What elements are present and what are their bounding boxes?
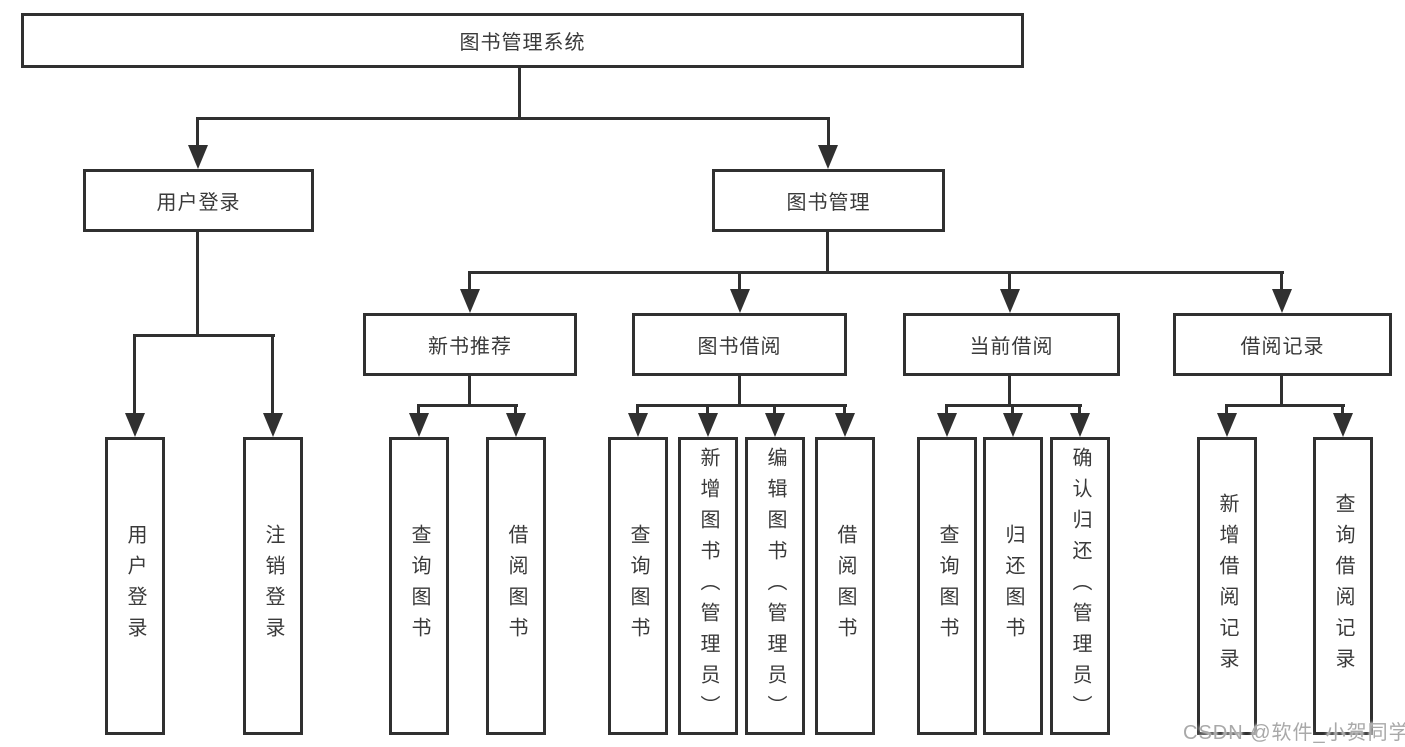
connector-line: [417, 404, 518, 407]
leaf-borrow-books: 借阅图书: [815, 437, 875, 735]
connector-line: [1008, 376, 1011, 407]
leaf-add-borrow-record: 新增借阅记录: [1197, 437, 1257, 735]
node-label: 新增图书（管理员）: [697, 446, 719, 726]
node-new-book-recommend: 新书推荐: [363, 313, 577, 376]
node-label: 图书管理: [786, 192, 871, 214]
connector-line: [133, 334, 275, 337]
node-label: 归还图书: [1002, 524, 1024, 648]
leaf-borrow-books-recommend: 借阅图书: [486, 437, 546, 735]
connector-line: [1341, 404, 1344, 418]
connector-line: [1280, 376, 1283, 407]
connector-line: [1008, 271, 1011, 293]
node-label: 新增借阅记录: [1216, 493, 1238, 679]
connector-line: [518, 68, 521, 119]
node-book-management: 图书管理: [712, 169, 945, 232]
connector-line: [945, 404, 948, 418]
csdn-watermark: CSDN @软件_小贺同学: [1183, 722, 1405, 744]
leaf-add-book-admin: 新增图书（管理员）: [678, 437, 738, 735]
arrow-down-icon: [628, 413, 648, 437]
node-current-borrowing: 当前借阅: [903, 313, 1120, 376]
connector-line: [738, 376, 741, 407]
connector-line: [1078, 404, 1081, 418]
arrow-down-icon: [765, 413, 785, 437]
arrow-down-icon: [125, 413, 145, 437]
arrow-down-icon: [1272, 289, 1292, 313]
node-label: 查询图书: [936, 524, 958, 648]
node-label: 用户登录: [156, 192, 241, 214]
connector-line: [636, 404, 639, 418]
connector-line: [738, 271, 741, 293]
connector-line: [706, 404, 709, 418]
node-label: 借阅图书: [834, 524, 856, 648]
node-borrowing-records: 借阅记录: [1173, 313, 1392, 376]
leaf-confirm-return-admin: 确认归还（管理员）: [1050, 437, 1110, 735]
node-label: 借阅记录: [1240, 336, 1325, 358]
leaf-edit-book-admin: 编辑图书（管理员）: [745, 437, 805, 735]
node-label: 编辑图书（管理员）: [764, 446, 786, 726]
leaf-query-books-recommend: 查询图书: [389, 437, 449, 735]
node-label: 注销登录: [262, 524, 284, 648]
connector-line: [271, 334, 274, 416]
leaf-query-borrow-record: 查询借阅记录: [1313, 437, 1373, 735]
connector-line: [843, 404, 846, 418]
leaf-logout: 注销登录: [243, 437, 303, 735]
arrow-down-icon: [409, 413, 429, 437]
arrow-down-icon: [1070, 413, 1090, 437]
leaf-query-books-borrow: 查询图书: [608, 437, 668, 735]
arrow-down-icon: [1217, 413, 1237, 437]
node-label: 查询图书: [408, 524, 430, 648]
arrow-down-icon: [263, 413, 283, 437]
connector-line: [1011, 404, 1014, 418]
node-label: 查询图书: [627, 524, 649, 648]
arrow-down-icon: [818, 145, 838, 169]
arrow-down-icon: [730, 289, 750, 313]
node-book-borrowing: 图书借阅: [632, 313, 847, 376]
connector-line: [636, 404, 847, 407]
connector-line: [773, 404, 776, 418]
node-label: 新书推荐: [428, 336, 512, 358]
connector-line: [196, 232, 199, 336]
arrow-down-icon: [460, 289, 480, 313]
node-label: 借阅图书: [505, 524, 527, 648]
connector-line: [1280, 271, 1283, 293]
arrow-down-icon: [506, 413, 526, 437]
arrow-down-icon: [188, 145, 208, 169]
arrow-down-icon: [1333, 413, 1353, 437]
node-label: 图书借阅: [697, 336, 782, 358]
arrow-down-icon: [1003, 413, 1023, 437]
arrow-down-icon: [1000, 289, 1020, 313]
leaf-query-books-current: 查询图书: [917, 437, 977, 735]
connector-line: [514, 404, 517, 418]
connector-line: [826, 232, 829, 274]
connector-line: [196, 117, 199, 149]
arrow-down-icon: [698, 413, 718, 437]
node-label: 查询借阅记录: [1332, 493, 1354, 679]
connector-line: [1225, 404, 1345, 407]
connector-line: [1225, 404, 1228, 418]
arrow-down-icon: [937, 413, 957, 437]
node-label: 当前借阅: [969, 336, 1054, 358]
node-label: 图书管理系统: [459, 32, 586, 54]
arrow-down-icon: [835, 413, 855, 437]
connector-line: [133, 334, 136, 416]
connector-line: [417, 404, 420, 418]
node-library-management-system: 图书管理系统: [21, 13, 1024, 68]
connector-line: [197, 117, 830, 120]
leaf-return-books: 归还图书: [983, 437, 1043, 735]
connector-line: [827, 117, 830, 149]
node-label: 确认归还（管理员）: [1069, 446, 1091, 726]
leaf-user-login: 用户登录: [105, 437, 165, 735]
node-user-login: 用户登录: [83, 169, 314, 232]
node-label: 用户登录: [124, 524, 146, 648]
connector-line: [468, 271, 1284, 274]
connector-line: [468, 376, 471, 407]
connector-line: [468, 271, 471, 293]
